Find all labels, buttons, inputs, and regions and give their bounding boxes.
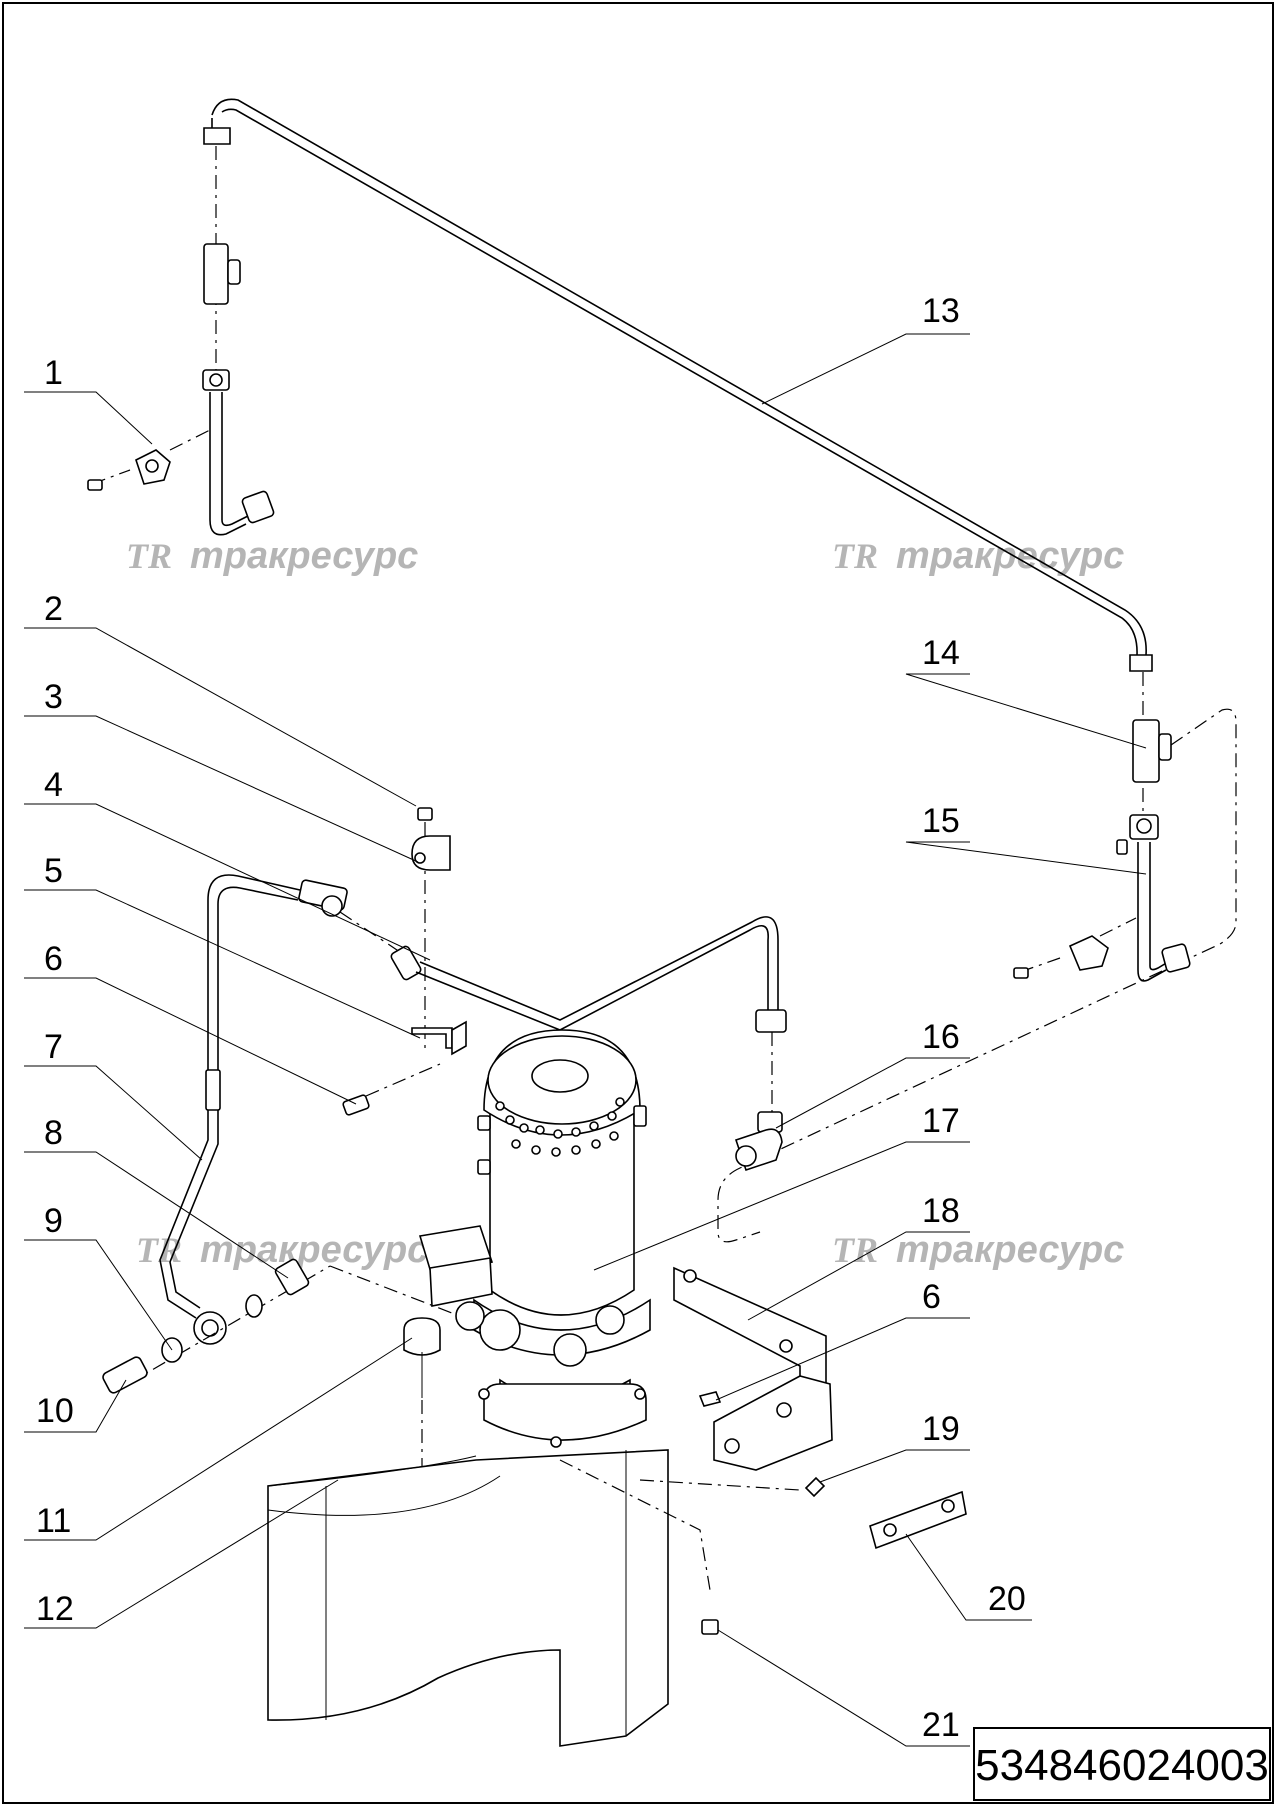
watermark-middle-right: TR тракресурс	[832, 1229, 1124, 1271]
svg-text:3: 3	[44, 678, 63, 716]
elbow-fitting-16	[734, 1111, 783, 1172]
callout-6a: 6	[24, 940, 357, 1105]
callout-19: 19	[819, 1410, 970, 1483]
fittings-8-9-10	[102, 1258, 471, 1394]
svg-text:TR: TR	[126, 536, 172, 576]
callout-7: 7	[24, 1028, 203, 1161]
svg-text:16: 16	[922, 1018, 960, 1056]
svg-text:21: 21	[922, 1706, 960, 1744]
pipe-4	[207, 874, 787, 1115]
callout-18: 18	[747, 1192, 970, 1321]
fitting-chain-left	[87, 146, 275, 536]
watermark-middle-left: TR тракресурс	[136, 1229, 428, 1271]
svg-text:7: 7	[44, 1028, 63, 1066]
svg-text:15: 15	[922, 802, 960, 840]
callout-8: 8	[24, 1114, 289, 1279]
svg-text:14: 14	[922, 634, 960, 672]
svg-text:17: 17	[922, 1102, 960, 1140]
callout-1: 1	[24, 354, 153, 445]
svg-text:10: 10	[36, 1392, 74, 1430]
bolt-19-plate-20	[639, 1476, 967, 1550]
svg-text:тракресурс: тракресурс	[896, 1229, 1124, 1271]
svg-text:9: 9	[44, 1202, 63, 1240]
clamp-parts	[342, 807, 467, 1116]
callout-6b: 6	[715, 1278, 970, 1401]
screw-21	[559, 1459, 719, 1635]
svg-text:тракресурс: тракресурс	[200, 1229, 428, 1271]
fitting-chain-right	[717, 672, 1237, 1243]
callout-21: 21	[717, 1629, 970, 1747]
svg-text:2: 2	[44, 590, 63, 628]
callout-4: 4	[24, 766, 431, 961]
oil-tank-12	[267, 1449, 669, 1747]
callout-3: 3	[24, 678, 419, 863]
svg-text:5: 5	[44, 852, 63, 890]
callout-13: 13	[761, 292, 970, 405]
callout-15: 15	[905, 802, 1147, 875]
svg-text:20: 20	[988, 1580, 1026, 1618]
callout-16: 16	[775, 1018, 970, 1129]
svg-text:1: 1	[44, 354, 63, 392]
callout-2: 2	[24, 590, 417, 807]
callout-14: 14	[905, 634, 1147, 749]
document-number: 534846024003	[975, 1741, 1269, 1790]
callout-11: 11	[24, 1337, 413, 1541]
svg-text:TR: TR	[832, 1230, 878, 1270]
svg-text:19: 19	[922, 1410, 960, 1448]
callout-10: 10	[24, 1379, 127, 1433]
bracket-18	[673, 1266, 833, 1471]
svg-text:TR: TR	[832, 536, 878, 576]
callout-20: 20	[905, 1533, 1032, 1621]
pipe-13	[203, 98, 1153, 672]
hose-7	[159, 1069, 227, 1345]
svg-text:4: 4	[44, 766, 63, 804]
svg-text:8: 8	[44, 1114, 63, 1152]
electric-motor-17	[418, 1029, 651, 1448]
callout-9: 9	[24, 1202, 173, 1351]
callout-12: 12	[24, 1479, 339, 1629]
document-number-box: 534846024003	[973, 1727, 1271, 1801]
svg-text:6: 6	[922, 1278, 941, 1316]
callout-5: 5	[24, 852, 421, 1039]
svg-text:тракресурс: тракресурс	[190, 535, 418, 577]
svg-text:11: 11	[36, 1502, 71, 1540]
callout-17: 17	[593, 1102, 970, 1271]
svg-text:тракресурс: тракресурс	[896, 535, 1124, 577]
svg-text:6: 6	[44, 940, 63, 978]
svg-text:18: 18	[922, 1192, 960, 1230]
svg-text:13: 13	[922, 292, 960, 330]
svg-text:12: 12	[36, 1590, 74, 1628]
watermark-top-right: TR тракресурс	[832, 535, 1124, 577]
watermark-top-left: TR тракресурс	[126, 535, 418, 577]
